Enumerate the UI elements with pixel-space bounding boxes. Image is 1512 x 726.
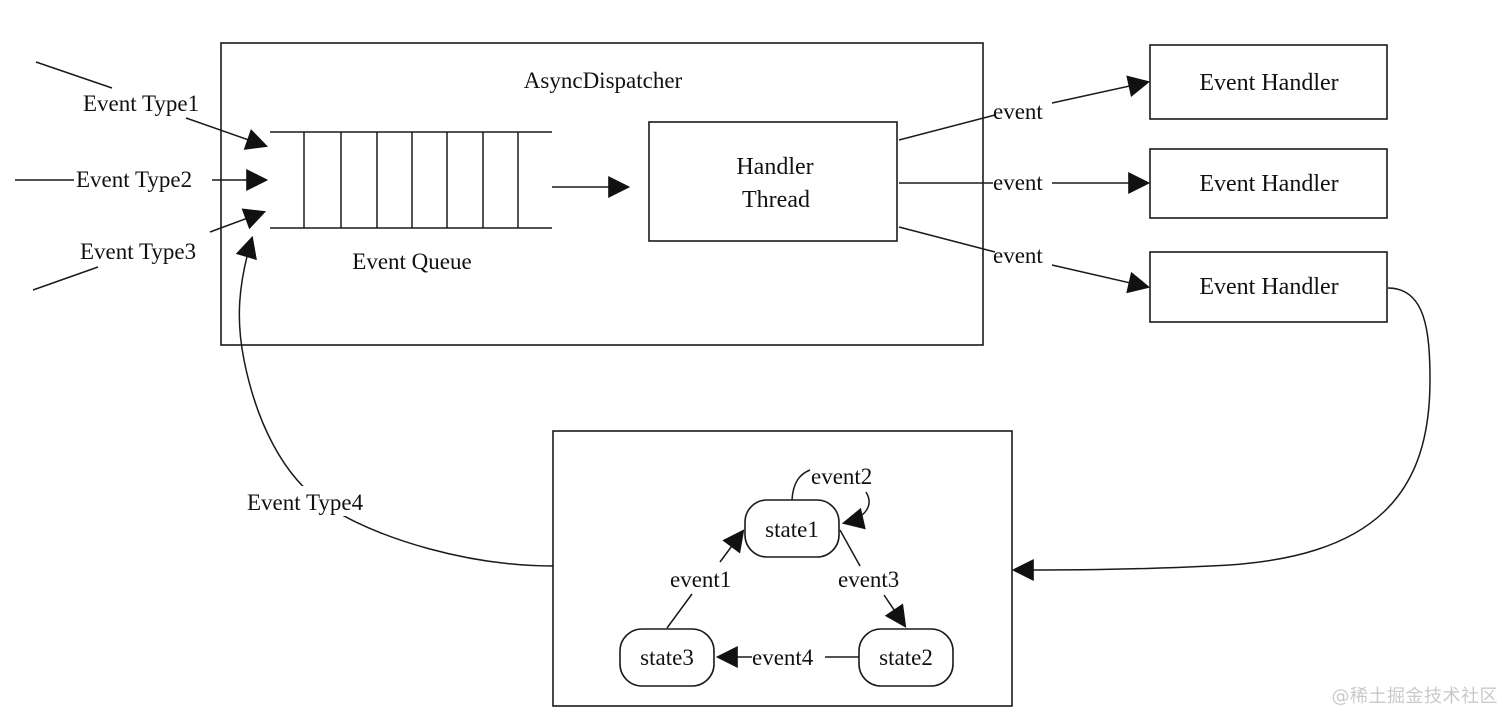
state2-node: state2 bbox=[858, 628, 954, 687]
output-edge-1: event bbox=[898, 75, 1151, 141]
handler-thread-label-line1: Handler bbox=[736, 154, 813, 180]
output-edge-3: event bbox=[898, 226, 1151, 294]
event-handler-3-label: Event Handler bbox=[1199, 274, 1338, 300]
event-handler-2-label: Event Handler bbox=[1199, 171, 1338, 197]
handler-thread-box: Handler Thread bbox=[648, 121, 898, 242]
input-event-type1: Event Type1 bbox=[35, 61, 269, 150]
event-type4-feedback: Event Type4 bbox=[235, 235, 554, 567]
event-type2-label: Event Type2 bbox=[76, 167, 192, 192]
transition-event1-label: event1 bbox=[670, 567, 731, 592]
event-type4-label: Event Type4 bbox=[247, 490, 364, 515]
output-edge-3-label: event bbox=[993, 243, 1043, 268]
transition-event4-label: event4 bbox=[752, 645, 814, 670]
output-edge-2-label: event bbox=[993, 170, 1043, 195]
output-edge-2: event bbox=[899, 170, 1151, 195]
event-type1-label: Event Type1 bbox=[83, 91, 199, 116]
transition-event3-label: event3 bbox=[838, 567, 899, 592]
event-queue-label: Event Queue bbox=[352, 249, 471, 274]
input-event-type2: Event Type2 bbox=[15, 167, 269, 192]
output-edge-1-label: event bbox=[993, 99, 1043, 124]
event-handler-2: Event Handler bbox=[1149, 148, 1388, 219]
transition-event4: event4 bbox=[715, 645, 859, 670]
transition-event1: event1 bbox=[666, 529, 745, 629]
state3-node: state3 bbox=[619, 628, 715, 687]
event-handler-3: Event Handler bbox=[1149, 251, 1388, 323]
event-type4-curve bbox=[235, 235, 554, 567]
state1-label: state1 bbox=[765, 517, 819, 542]
event-type3-label: Event Type3 bbox=[80, 239, 196, 264]
handler-to-state-machine-curve bbox=[1011, 287, 1431, 581]
watermark: @稀土掘金技术社区 bbox=[1331, 686, 1498, 707]
dispatcher-title: AsyncDispatcher bbox=[524, 68, 683, 93]
handler-thread-label-line2: Thread bbox=[742, 187, 810, 213]
transition-event2: event2 bbox=[791, 464, 872, 530]
event-queue: Event Queue bbox=[270, 131, 552, 274]
state3-label: state3 bbox=[640, 645, 694, 670]
transition-event3: event3 bbox=[838, 529, 907, 628]
state2-label: state2 bbox=[879, 645, 933, 670]
state1-node: state1 bbox=[744, 499, 840, 558]
event-handler-1: Event Handler bbox=[1149, 44, 1388, 120]
event-handler-1-label: Event Handler bbox=[1199, 70, 1338, 96]
input-event-type3: Event Type3 bbox=[32, 208, 267, 291]
transition-event2-label: event2 bbox=[811, 464, 872, 489]
